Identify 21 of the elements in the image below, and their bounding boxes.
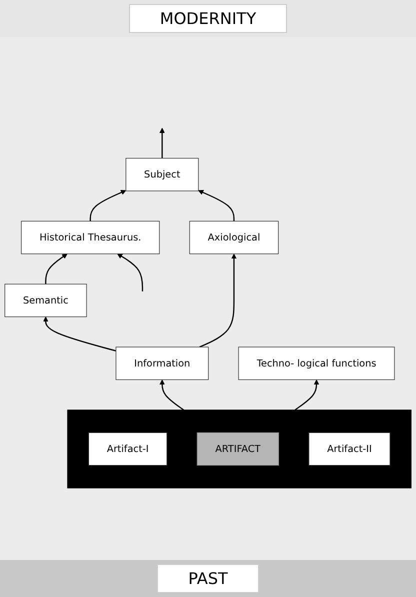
- arrow: [45, 253, 68, 284]
- arrow: [43, 316, 116, 352]
- cluster: [67, 409, 412, 488]
- node-box: Historical Thesaurus.: [20, 220, 160, 254]
- arrow: [294, 379, 320, 410]
- node-box: Artifact-I: [88, 432, 168, 466]
- era-label: MODERNITY: [128, 4, 288, 33]
- node-box: Artifact-II: [308, 432, 390, 466]
- era-label: PAST: [157, 564, 259, 593]
- arrow: [159, 127, 165, 158]
- arrow: [90, 190, 126, 221]
- node-box: Information: [116, 346, 209, 380]
- node-box: Subject: [126, 158, 199, 191]
- arrow: [199, 253, 237, 348]
- arrow: [198, 190, 235, 221]
- node-box: Semantic: [4, 283, 87, 317]
- node-box: Techno- logical functions: [238, 346, 395, 380]
- arrow: [159, 379, 184, 410]
- node-box: ARTIFACT: [196, 432, 279, 466]
- arrow: [117, 253, 144, 291]
- node-box: Axiological: [189, 220, 279, 254]
